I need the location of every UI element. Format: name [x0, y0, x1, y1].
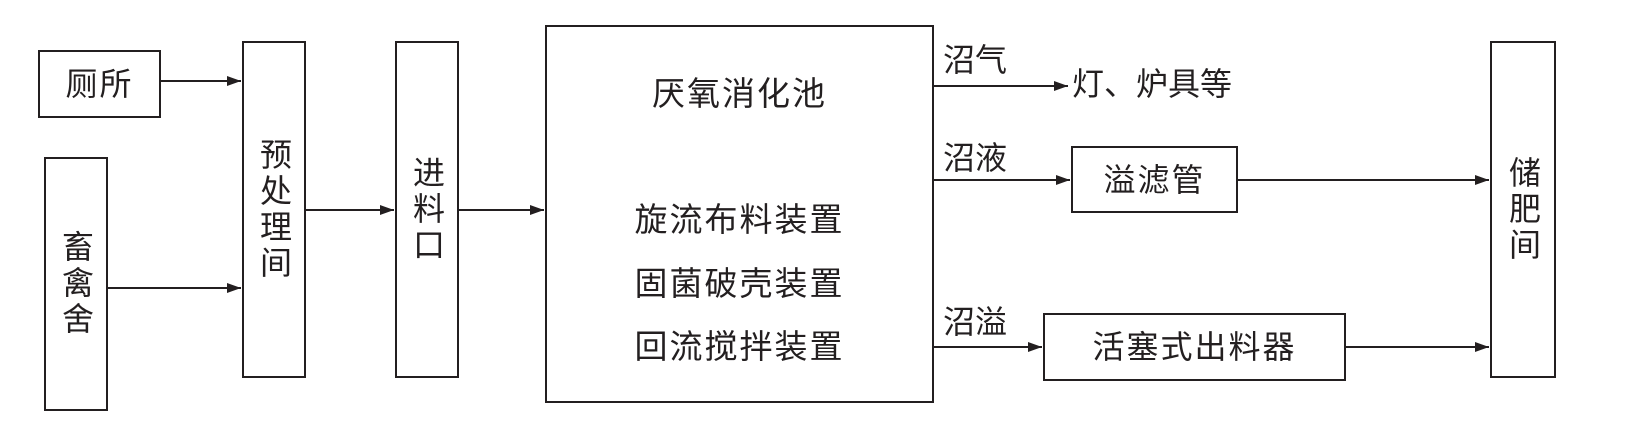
feed-inlet-box: 进料口 — [395, 41, 459, 378]
overflow-filter-label: 溢滤管 — [1103, 160, 1206, 199]
manure-storage-label: 储肥间 — [1504, 155, 1542, 264]
pretreatment-label: 预处理间 — [255, 137, 293, 282]
overflow-label: 沼溢 — [943, 303, 1008, 341]
feed-inlet-label: 进料口 — [408, 155, 446, 264]
piston-discharger-label: 活塞式出料器 — [1092, 328, 1297, 366]
digester-box: 厌氧消化池 旋流布料装置 固菌破壳装置 回流搅拌装置 — [545, 25, 934, 403]
toilet-label: 厕所 — [65, 65, 134, 103]
gas-use-label: 灯、炉具等 — [1072, 65, 1233, 103]
slurry-label: 沼液 — [943, 139, 1008, 177]
pretreatment-box: 预处理间 — [242, 41, 306, 378]
piston-discharger-box: 活塞式出料器 — [1043, 313, 1346, 381]
digester-device-swirl: 旋流布料装置 — [634, 200, 845, 239]
digester-device-reflux-stirring: 回流搅拌装置 — [634, 327, 845, 366]
livestock-box: 畜禽舍 — [44, 157, 108, 411]
toilet-box: 厕所 — [38, 50, 161, 118]
livestock-label: 畜禽舍 — [57, 230, 95, 338]
overflow-filter-box: 溢滤管 — [1071, 146, 1238, 213]
digester-title: 厌氧消化池 — [652, 74, 827, 113]
manure-storage-box: 储肥间 — [1490, 41, 1556, 378]
digester-device-shell-breaking: 固菌破壳装置 — [634, 264, 845, 303]
biogas-label: 沼气 — [943, 41, 1008, 79]
